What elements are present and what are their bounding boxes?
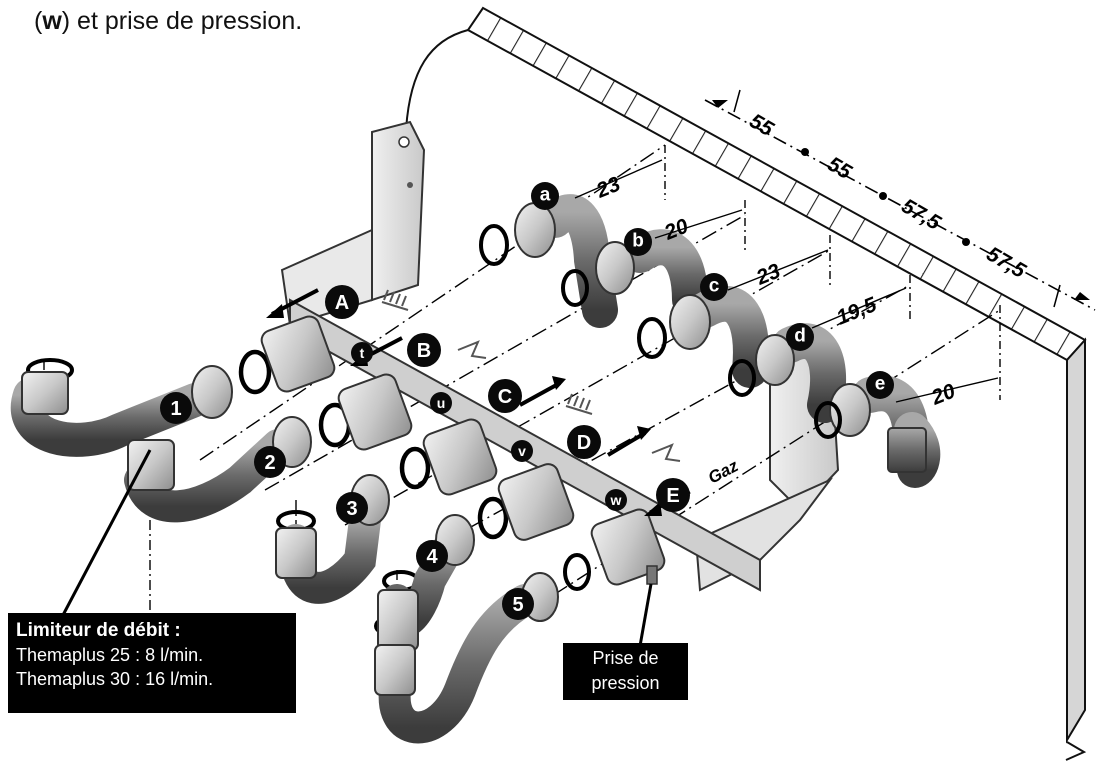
fitting-label-b-text: b (632, 231, 644, 252)
dim-side-5: 20 (927, 379, 958, 410)
fitting-label-b: b (624, 228, 652, 256)
valve-label-v: v (511, 440, 533, 462)
dim-top-3: 57,5 (898, 194, 945, 235)
pressure-tap-line-2: pression (591, 673, 660, 693)
port-label-d: D (567, 425, 601, 459)
connection-label-1-text: 1 (170, 398, 181, 420)
callout-leaders (60, 449, 653, 647)
port-label-c: C (488, 379, 522, 413)
port-label-a: A (325, 285, 359, 319)
connection-label-3-text: 3 (346, 498, 357, 520)
connection-label-2: 2 (254, 446, 286, 478)
intro-text: (w) et prise de pression. (34, 6, 302, 36)
pressure-tap-line-1: Prise de (592, 648, 659, 668)
flow-limiter-line-2: Themaplus 30 : 16 l/min. (16, 669, 214, 689)
valve-label-u: u (430, 392, 452, 414)
fitting-label-d-text: d (794, 326, 806, 347)
valve-label-t: t (351, 342, 373, 364)
port-label-b-text: B (417, 340, 431, 362)
flow-symbols (381, 289, 681, 462)
connection-label-4: 4 (416, 540, 448, 572)
valve-labels: t u v w (351, 342, 627, 511)
fitting-label-c: c (700, 273, 728, 301)
port-label-c-text: C (498, 386, 512, 408)
valve-label-w-text: w (610, 492, 622, 508)
fitting-label-e-text: e (875, 374, 886, 395)
valve-label-u-text: u (437, 395, 446, 411)
dim-top-2: 55 (824, 152, 856, 184)
fitting-labels: a b c d e (531, 182, 894, 399)
pressure-tap-callout: Prise de pression (563, 643, 688, 700)
valve-label-v-text: v (518, 443, 526, 459)
lower-pipes (10, 365, 941, 744)
port-label-d-text: D (577, 432, 591, 454)
port-label-e-text: E (666, 485, 679, 507)
intro-suffix: ) et prise de pression. (61, 7, 303, 35)
intro-prefix: ( (34, 7, 43, 35)
connection-label-3: 3 (336, 492, 368, 524)
connection-label-5: 5 (502, 588, 534, 620)
flow-limiter-callout: Limiteur de débit : Themaplus 25 : 8 l/m… (8, 613, 296, 713)
wall (405, 6, 1087, 761)
connection-label-5-text: 5 (512, 594, 523, 616)
gas-label: Gaz (705, 456, 742, 488)
fitting-label-e: e (866, 371, 894, 399)
dim-top-4: 57,5 (983, 242, 1030, 283)
port-label-e: E (656, 478, 690, 512)
fitting-label-a: a (531, 182, 559, 210)
connection-label-4-text: 4 (426, 546, 438, 568)
side-dimensions (574, 159, 999, 403)
connection-label-1: 1 (160, 392, 192, 424)
connection-label-2-text: 2 (264, 452, 275, 474)
fitting-label-a-text: a (540, 185, 551, 206)
fitting-label-c-text: c (709, 276, 720, 297)
flow-limiter-line-1: Themaplus 25 : 8 l/min. (16, 645, 204, 665)
valve-label-t-text: t (360, 345, 365, 361)
port-label-b: B (407, 333, 441, 367)
connection-labels: 1 2 3 4 5 (160, 392, 534, 620)
flow-limiter-title: Limiteur de débit : (16, 620, 181, 641)
valve-label-w: w (605, 489, 627, 511)
dim-side-4: 19,5 (833, 293, 880, 330)
dim-side-3: 23 (752, 259, 783, 290)
port-labels: A B C D E (325, 285, 690, 512)
dim-top-1: 55 (746, 109, 778, 141)
port-label-a-text: A (335, 292, 349, 314)
intro-bold-letter: w (42, 7, 62, 35)
dim-side-1: 23 (592, 172, 623, 203)
fitting-label-d: d (786, 323, 814, 351)
